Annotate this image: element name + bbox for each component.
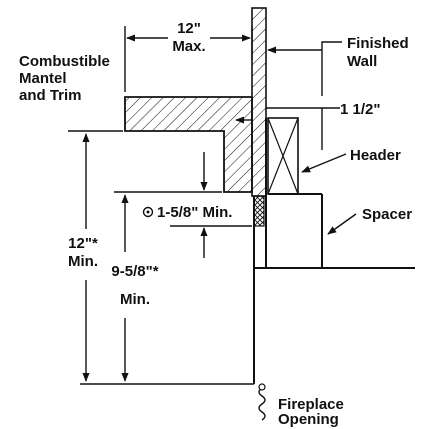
header-label: Header bbox=[350, 147, 401, 164]
min-158-label: 1-5/8" Min. bbox=[157, 204, 232, 221]
min-958-dimension bbox=[114, 191, 222, 382]
combustible-mantel bbox=[124, 96, 253, 193]
spacer-leader bbox=[327, 213, 357, 235]
finished-wall-label-bottom: Wall bbox=[347, 53, 377, 70]
finished-wall-label-top: Finished bbox=[347, 35, 409, 52]
min-158-dimension bbox=[170, 152, 252, 258]
fireplace-label-top: Fireplace bbox=[278, 396, 344, 413]
noncombustible-strip bbox=[253, 195, 265, 227]
pivot-circle bbox=[258, 383, 266, 391]
mantel-label-2: Mantel bbox=[19, 70, 67, 87]
max-label-bottom: Max. bbox=[172, 38, 205, 55]
min-12-label-bottom: Min. bbox=[68, 253, 98, 270]
min-12-dimension bbox=[68, 130, 123, 382]
gap-label: 1 1/2" bbox=[340, 101, 380, 118]
min-12-label-top: 12"* bbox=[68, 235, 98, 252]
max-dimension bbox=[124, 26, 253, 92]
min-958-label-bottom: Min. bbox=[120, 291, 150, 308]
mantel-label-1: Combustible bbox=[19, 53, 110, 70]
gap-dimension bbox=[235, 107, 340, 150]
min-158-marker-dot bbox=[146, 210, 150, 214]
header-block bbox=[267, 117, 299, 195]
finished-wall bbox=[251, 7, 267, 197]
header-leader bbox=[301, 153, 347, 173]
min-958-label-top: 9-5/8"* bbox=[111, 263, 158, 280]
mantel-label-3: and Trim bbox=[19, 87, 82, 104]
fireplace-label-bottom: Opening bbox=[278, 411, 339, 428]
wall-framing bbox=[80, 118, 415, 385]
finished-wall-leader bbox=[321, 41, 342, 96]
break-squiggle bbox=[258, 387, 266, 421]
max-label-top: 12" bbox=[177, 20, 201, 37]
spacer-label: Spacer bbox=[362, 206, 412, 223]
